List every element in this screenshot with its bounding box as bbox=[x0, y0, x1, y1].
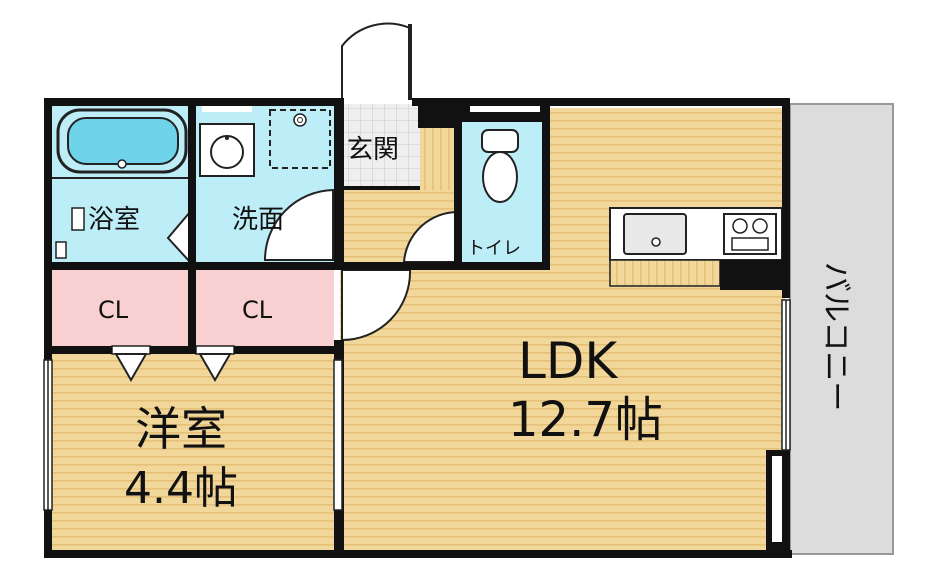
ldk-size: 12.7帖 bbox=[508, 392, 663, 448]
bath-door bbox=[166, 211, 191, 263]
balcony-area bbox=[789, 103, 894, 555]
closet-left-floor bbox=[52, 270, 190, 346]
western-room-label: 洋室 bbox=[135, 402, 227, 456]
bath-faucet bbox=[71, 207, 85, 231]
closet-left-label: CL bbox=[98, 296, 129, 324]
bath-control bbox=[55, 241, 67, 259]
toilet-door bbox=[402, 210, 459, 263]
entrance-label: 玄関 bbox=[347, 135, 399, 165]
walls bbox=[44, 98, 792, 558]
western-room-floor bbox=[50, 350, 335, 552]
windows bbox=[43, 299, 791, 511]
bath-label: 浴室 bbox=[88, 205, 140, 235]
toilet-label: トイレ bbox=[467, 238, 521, 259]
entrance-step bbox=[420, 128, 458, 190]
western-room-door bbox=[341, 269, 412, 342]
closet-right-floor bbox=[196, 270, 334, 346]
washing-machine-space bbox=[269, 109, 331, 169]
ldk-label: LDK bbox=[518, 332, 618, 390]
entrance-door bbox=[341, 22, 412, 100]
washroom-door bbox=[263, 188, 334, 261]
washroom-label: 洗面 bbox=[232, 205, 284, 235]
wash-basin bbox=[199, 123, 255, 177]
bathtub bbox=[52, 108, 190, 179]
balcony-label: バルコニー bbox=[818, 262, 853, 411]
stove bbox=[723, 213, 777, 255]
toilet-fixture bbox=[481, 129, 519, 203]
western-room-size: 4.4帖 bbox=[124, 463, 238, 514]
closet-doors bbox=[111, 345, 235, 383]
entrance-floor bbox=[342, 104, 420, 190]
closet-right-label: CL bbox=[242, 296, 273, 324]
